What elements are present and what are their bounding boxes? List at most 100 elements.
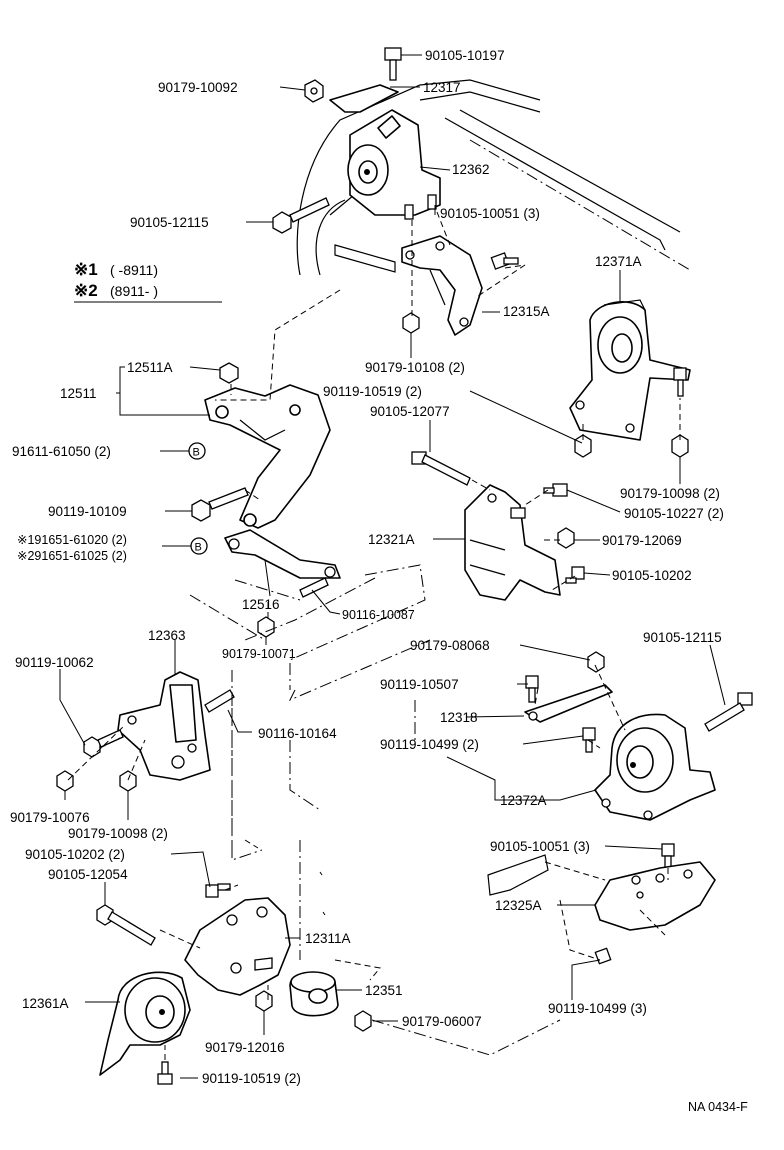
label-90105-10227-2: 90105-10227 (2) bbox=[624, 506, 724, 521]
callout-b-upper: B bbox=[188, 442, 206, 460]
engine-mount-12363 bbox=[117, 671, 211, 781]
engine-mount-12372A bbox=[594, 713, 716, 821]
label-12511: 12511 bbox=[60, 386, 97, 401]
label-90116-10087: 90116-10087 bbox=[342, 608, 415, 622]
bolt-90116-10087-icon bbox=[299, 577, 329, 598]
figure-code: NA 0434-F bbox=[688, 1100, 748, 1114]
bracket-12325A bbox=[594, 861, 716, 931]
bolt-90119-10062-icon bbox=[83, 729, 124, 758]
label-90179-10098-2-left: 90179-10098 (2) bbox=[68, 826, 168, 841]
bolt-90105-12115-top-icon bbox=[272, 197, 330, 234]
bracket-12315A bbox=[401, 235, 483, 336]
leader-lines bbox=[59, 54, 726, 1079]
nut-90179-06007-icon bbox=[354, 1010, 372, 1032]
label-90105-10197: 90105-10197 bbox=[425, 48, 505, 63]
bolt-90105-12077-icon bbox=[411, 451, 471, 486]
bolt-90105-12115-right-icon bbox=[704, 692, 753, 732]
label-90119-10499-2: 90119-10499 (2) bbox=[380, 737, 479, 752]
bracket-12511 bbox=[204, 384, 331, 529]
label-90119-10062: 90119-10062 bbox=[15, 655, 94, 670]
bracket-12311A bbox=[184, 897, 291, 996]
nut-90179-10098-left-icon bbox=[119, 770, 137, 792]
legend-note2-marker: ※2 bbox=[74, 281, 98, 300]
legend-note2-range: (8911- ) bbox=[110, 283, 158, 299]
label-12321A: 12321A bbox=[368, 532, 415, 547]
engine-block-outline bbox=[296, 79, 691, 276]
label-12362: 12362 bbox=[452, 162, 490, 177]
bracket-12325A-ghost bbox=[487, 854, 549, 896]
label-90179-10098-2-right: 90179-10098 (2) bbox=[620, 486, 720, 501]
svg-text:B: B bbox=[193, 447, 200, 459]
label-90105-12054: 90105-12054 bbox=[48, 867, 128, 882]
label-90179-10092: 90179-10092 bbox=[158, 80, 238, 95]
bolt-90119-10507-icon bbox=[525, 675, 539, 703]
nut-90179-10071-icon bbox=[257, 616, 275, 638]
legend-note1-range: ( -8911) bbox=[110, 262, 158, 278]
label-90119-10519-2-top: 90119-10519 (2) bbox=[323, 384, 422, 399]
nut-90179-10092-icon bbox=[304, 79, 324, 103]
label-12516: 12516 bbox=[242, 597, 280, 612]
link-12516 bbox=[224, 529, 341, 579]
label-91651-61020-2: ※191651-61020 (2) bbox=[17, 533, 127, 547]
label-90105-10202-right: 90105-10202 bbox=[612, 568, 692, 583]
legend: ※1 ( -8911) ※2 (8911- ) bbox=[74, 260, 222, 303]
label-90105-10051-3-bottom: 90105-10051 (3) bbox=[490, 839, 590, 854]
nut-90179-08068-icon bbox=[587, 651, 605, 673]
bracket-12321A bbox=[464, 484, 561, 601]
callout-b-lower: B bbox=[190, 537, 208, 555]
nut-90179-12016-icon bbox=[255, 990, 273, 1012]
label-12371A: 12371A bbox=[595, 254, 642, 269]
label-12317: 12317 bbox=[423, 80, 461, 95]
engine-mount-12361A bbox=[99, 971, 191, 1076]
label-12363: 12363 bbox=[148, 628, 186, 643]
label-90179-10071: 90179-10071 bbox=[222, 647, 296, 661]
label-90105-12115-top: 90105-12115 bbox=[130, 215, 209, 230]
bracket-12318 bbox=[524, 684, 613, 723]
label-90119-10109: 90119-10109 bbox=[48, 504, 127, 519]
label-12372A: 12372A bbox=[500, 793, 547, 808]
label-90105-10202-2: 90105-10202 (2) bbox=[25, 847, 125, 862]
label-90116-10164: 90116-10164 bbox=[258, 726, 337, 741]
label-90119-10507: 90119-10507 bbox=[380, 677, 459, 692]
label-12315A: 12315A bbox=[503, 304, 550, 319]
engine-mount-12362 bbox=[329, 84, 441, 220]
label-90179-06007: 90179-06007 bbox=[402, 1014, 482, 1029]
svg-text:B: B bbox=[195, 542, 202, 554]
label-90105-10051-3-top: 90105-10051 (3) bbox=[440, 206, 540, 221]
label-90179-12069: 90179-12069 bbox=[602, 533, 682, 548]
nut-90179-10076-icon bbox=[56, 770, 74, 792]
label-12325A: 12325A bbox=[495, 898, 542, 913]
part-labels: 90105-10197 90179-10092 12317 12362 9010… bbox=[10, 48, 748, 1114]
nut-90179-10108-icon bbox=[402, 312, 420, 334]
label-90119-10519-2-bottom: 90119-10519 (2) bbox=[202, 1071, 301, 1086]
bolt-90105-12054-icon bbox=[96, 904, 156, 946]
stud-90116-10164-icon bbox=[204, 689, 235, 713]
bolt-90119-10109-icon bbox=[191, 487, 249, 522]
label-90105-12077: 90105-12077 bbox=[370, 404, 450, 419]
assembly-guides bbox=[67, 211, 681, 1060]
bolt-90105-10051-top-icon bbox=[490, 252, 519, 270]
engine-mount-12371A bbox=[569, 299, 691, 441]
label-90179-12016: 90179-12016 bbox=[205, 1040, 285, 1055]
legend-note1-marker: ※1 bbox=[74, 260, 98, 279]
label-12318: 12318 bbox=[440, 710, 478, 725]
label-90119-10499-3: 90119-10499 (3) bbox=[548, 1001, 647, 1016]
label-91651-61025-2: ※291651-61025 (2) bbox=[17, 549, 127, 563]
label-90105-12115-right: 90105-12115 bbox=[643, 630, 722, 645]
bolt-90119-10499-3-icon bbox=[594, 947, 612, 965]
label-12361A: 12361A bbox=[22, 996, 69, 1011]
bolt-90105-10202-right-icon bbox=[565, 566, 585, 584]
bolt-90105-10202-2-icon bbox=[205, 883, 231, 898]
label-12311A: 12311A bbox=[305, 931, 351, 946]
bolt-90119-10499-2-icon bbox=[582, 727, 596, 753]
nut-90179-12069-icon bbox=[557, 527, 575, 549]
label-12511A: 12511A bbox=[127, 360, 173, 375]
bolt-90105-10197-icon bbox=[384, 47, 402, 81]
label-91611-61050-2: 91611-61050 (2) bbox=[12, 444, 111, 459]
damper-12351 bbox=[289, 971, 339, 1017]
label-90179-10108-2: 90179-10108 (2) bbox=[365, 360, 465, 375]
bolt-90105-10051-bottom-icon bbox=[661, 843, 675, 869]
label-12351: 12351 bbox=[365, 983, 403, 998]
bolt-90119-10519-bottom-icon bbox=[157, 1061, 173, 1085]
